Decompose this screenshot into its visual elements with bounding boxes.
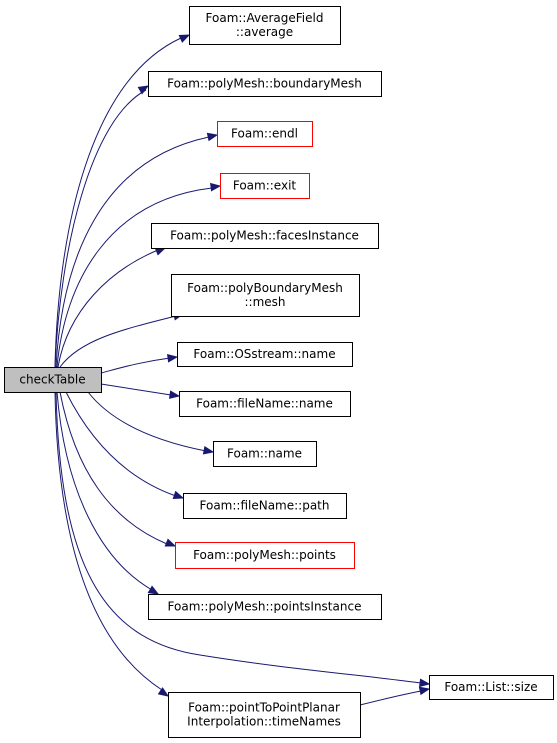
node-fnname[interactable]: Foam::fileName::name (179, 391, 351, 417)
node-checktable[interactable]: checkTable (4, 367, 102, 393)
node-box (175, 542, 355, 569)
edge-checkTable-to-avg (54, 34, 191, 368)
edge-arrowhead (168, 390, 181, 399)
edge-checkTable-to-bmesh (54, 85, 150, 368)
edge-arrowhead (172, 490, 185, 500)
node-exit[interactable]: Foam::exit (220, 173, 310, 199)
edge-line (54, 391, 163, 691)
node-pointsinst[interactable]: Foam::polyMesh::pointsInstance (148, 594, 382, 620)
edge-checkTable-to-name (87, 391, 215, 455)
edge-line (55, 391, 422, 684)
node-box (189, 6, 341, 45)
edge-checkTable-to-timeNames (54, 391, 170, 697)
edge-checkTable-to-exit (56, 182, 222, 368)
node-box (179, 391, 351, 417)
node-box (151, 223, 379, 249)
node-facesinst[interactable]: Foam::polyMesh::facesInstance (151, 223, 379, 249)
node-avg[interactable]: Foam::AverageField::average (189, 6, 341, 45)
node-label-line: Foam::polyMesh::boundaryMesh (167, 77, 362, 91)
edge-arrowhead (164, 538, 177, 547)
node-label-line: Foam::polyMesh::points (193, 548, 336, 562)
edge-arrowhead (419, 678, 431, 688)
node-label-line: Foam::AverageField (206, 11, 324, 25)
edge-line (59, 315, 177, 368)
node-listsize[interactable]: Foam::List::size (429, 675, 554, 700)
node-label-line: ::mesh (244, 295, 285, 309)
node-osname[interactable]: Foam::OSstream::name (177, 342, 353, 367)
edge-arrowhead (178, 34, 191, 43)
node-label-line: Foam::List::size (444, 680, 537, 694)
edge-line (54, 89, 147, 368)
edge-checkTable-to-endl (55, 132, 219, 368)
node-label-line: Foam::endl (231, 127, 298, 141)
node-bmesh[interactable]: Foam::polyMesh::boundaryMesh (148, 71, 382, 97)
edge-line (100, 383, 172, 396)
node-label-line: Foam::name (227, 447, 302, 461)
edge-arrowhead (167, 353, 179, 363)
node-box (148, 71, 382, 97)
edge-line (87, 391, 207, 452)
node-box (217, 121, 313, 147)
edge-line (100, 357, 171, 374)
node-label-line: Foam::pointToPointPlanar (188, 701, 340, 715)
node-box (429, 675, 554, 700)
node-box (220, 173, 310, 199)
node-box (171, 274, 360, 317)
edge-arrowhead (147, 585, 160, 595)
node-points[interactable]: Foam::polyMesh::points (175, 542, 355, 569)
node-label-line: Foam::polyMesh::pointsInstance (168, 600, 362, 614)
edge-arrowhead (137, 85, 150, 95)
edge-arrowhead (418, 686, 431, 696)
edge-arrowhead (206, 132, 219, 142)
edge-line (56, 187, 213, 368)
node-timenames[interactable]: Foam::pointToPointPlanarInterpolation::t… (168, 692, 361, 738)
node-label-line: Foam::fileName::name (196, 397, 333, 411)
node-box (183, 493, 347, 519)
edge-arrowhead (202, 445, 215, 455)
node-label-line: ::average (236, 25, 293, 39)
node-label-line: Foam::exit (233, 179, 297, 193)
node-box (213, 441, 317, 467)
node-label-line: Foam::polyMesh::facesInstance (170, 229, 359, 243)
edge-checkTable-to-pointsInst (56, 391, 160, 595)
node-pbmmesh[interactable]: Foam::polyBoundaryMesh::mesh (171, 274, 360, 317)
edge-line (59, 391, 168, 545)
node-endl[interactable]: Foam::endl (217, 121, 313, 147)
node-label-line: Interpolation::timeNames (187, 715, 341, 729)
edge-checkTable-to-osName (100, 353, 179, 374)
edge-arrowhead (157, 687, 170, 697)
node-label-line: checkTable (19, 373, 85, 387)
node-fnpath[interactable]: Foam::fileName::path (183, 493, 347, 519)
node-box (4, 367, 102, 393)
edge-layer (54, 34, 431, 706)
node-box (148, 594, 382, 620)
node-label-line: Foam::polyBoundaryMesh (187, 281, 343, 295)
edge-line (359, 690, 422, 706)
node-label-line: Foam::OSstream::name (193, 347, 335, 361)
edge-checkTable-to-points (59, 391, 177, 547)
edge-arrowhead (154, 247, 167, 256)
edge-line (54, 37, 182, 368)
edge-line (56, 391, 153, 591)
edge-checkTable-to-fnName (100, 383, 181, 399)
node-box (177, 342, 353, 367)
edge-line (65, 391, 177, 497)
node-label-line: Foam::fileName::path (200, 499, 330, 513)
edge-timeNames-to-listSize (359, 686, 431, 706)
node-layer: checkTableFoam::AverageField::averageFoa… (4, 6, 554, 738)
node-box (168, 692, 361, 738)
edge-checkTable-to-fnPath (65, 391, 185, 500)
edge-line (57, 249, 159, 368)
edge-arrowhead (210, 182, 222, 192)
edge-line (55, 136, 210, 368)
node-name[interactable]: Foam::name (213, 441, 317, 467)
edge-checkTable-to-listSize (55, 391, 431, 688)
